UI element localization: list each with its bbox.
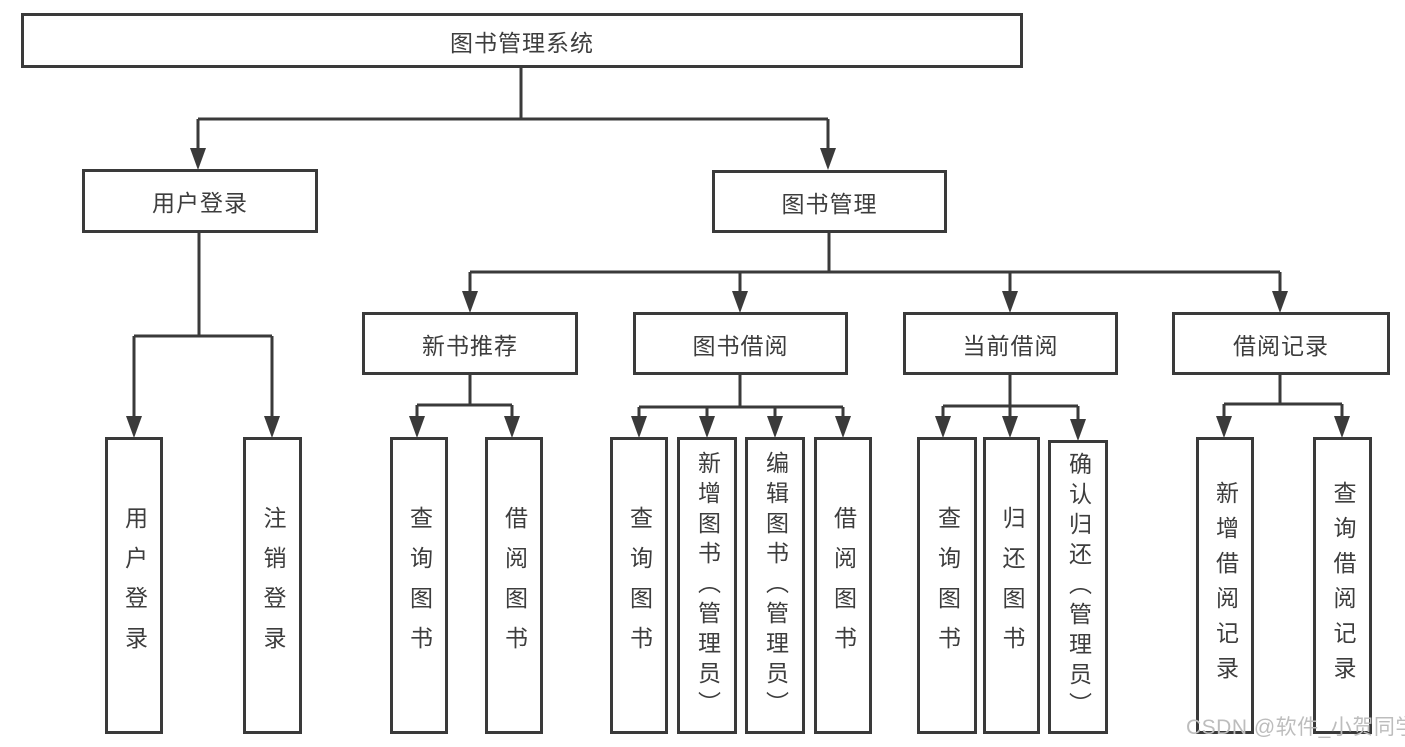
leaf-confirm-return-admin: 确认归还（管理员）	[1048, 440, 1108, 734]
leaf-logout: 注销登录	[243, 437, 302, 734]
node-book-borrow-label: 图书借阅	[692, 332, 789, 359]
csdn-watermark: CSDN @软件_小贺同学	[1186, 716, 1405, 739]
leaf-borrow-book-2-label: 借阅图书	[830, 505, 857, 666]
leaf-query-book-1: 查询图书	[390, 437, 448, 734]
leaf-return-book: 归还图书	[983, 437, 1040, 734]
leaf-borrow-book-2: 借阅图书	[814, 437, 872, 734]
leaf-query-book-1-label: 查询图书	[406, 505, 433, 666]
node-book-management-group-label: 图书管理	[781, 190, 878, 217]
leaf-add-borrow-record: 新增借阅记录	[1196, 437, 1254, 734]
leaf-query-borrow-record-label: 查询借阅记录	[1330, 480, 1356, 691]
leaf-add-book-admin-label: 新增图书（管理员）	[694, 450, 721, 721]
leaf-edit-book-admin: 编辑图书（管理员）	[745, 437, 805, 734]
leaf-borrow-book-1: 借阅图书	[485, 437, 543, 734]
leaf-query-book-2: 查询图书	[610, 437, 668, 734]
node-book-management-group: 图书管理	[712, 170, 947, 233]
leaf-add-borrow-record-label: 新增借阅记录	[1212, 480, 1239, 691]
leaf-user-login-label: 用户登录	[121, 505, 148, 666]
leaf-query-book-3: 查询图书	[917, 437, 977, 734]
leaf-query-book-3-label: 查询图书	[934, 505, 961, 666]
node-current-borrow: 当前借阅	[903, 312, 1118, 375]
node-root: 图书管理系统	[21, 13, 1023, 68]
leaf-query-book-2-label: 查询图书	[626, 505, 653, 666]
node-root-label: 图书管理系统	[450, 29, 594, 56]
leaf-confirm-return-admin-label: 确认归还（管理员）	[1065, 452, 1092, 722]
node-borrow-records-label: 借阅记录	[1233, 332, 1329, 359]
leaf-return-book-label: 归还图书	[999, 505, 1025, 666]
leaf-query-borrow-record: 查询借阅记录	[1313, 437, 1372, 734]
node-new-book-recommend-label: 新书推荐	[422, 332, 518, 359]
node-current-borrow-label: 当前借阅	[962, 332, 1059, 359]
leaf-logout-label: 注销登录	[260, 505, 286, 666]
leaf-user-login: 用户登录	[105, 437, 163, 734]
leaf-borrow-book-1-label: 借阅图书	[501, 505, 528, 666]
leaf-add-book-admin: 新增图书（管理员）	[677, 437, 737, 734]
node-book-borrow: 图书借阅	[633, 312, 848, 375]
leaf-edit-book-admin-label: 编辑图书（管理员）	[762, 450, 789, 721]
node-user-login-group-label: 用户登录	[152, 190, 248, 216]
node-borrow-records: 借阅记录	[1172, 312, 1390, 375]
node-user-login-group: 用户登录	[82, 169, 318, 233]
node-new-book-recommend: 新书推荐	[362, 312, 578, 375]
